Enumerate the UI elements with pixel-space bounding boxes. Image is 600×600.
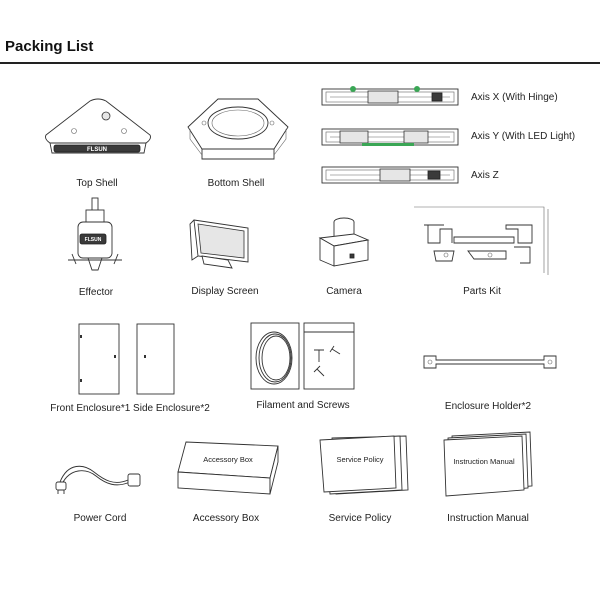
enclosure-holder-illustration [423,355,557,369]
filament-screws-illustration [250,322,355,390]
title-divider [0,62,600,64]
accessory-box-printed-label: Accessory Box [203,455,253,464]
axis-y-label: Axis Y (With LED Light) [471,131,576,142]
bottom-shell-label: Bottom Shell [207,178,265,189]
axis-x-illustration [321,86,459,106]
bottom-shell-illustration [187,98,289,160]
axis-x-label: Axis X (With Hinge) [471,92,558,103]
display-screen-label: Display Screen [191,286,259,297]
power-cord-label: Power Cord [73,513,127,524]
front-enclosure-illustration [78,323,120,395]
effector-illustration: FLSUN [68,197,122,271]
effector-label: Effector [78,287,114,298]
enclosure-holder-label: Enclosure Holder*2 [444,401,532,412]
parts-kit-illustration [414,206,549,275]
instruction-manual-illustration: Instruction Manual [443,431,533,497]
axis-y-illustration [321,128,459,146]
axis-z-label: Axis Z [471,170,499,181]
camera-label: Camera [326,286,362,297]
top-shell-brand: FLSUN [87,147,107,153]
side-enclosure-illustration [136,323,175,395]
page-title: Packing List [5,38,94,55]
top-shell-illustration: FLSUN [45,98,151,154]
enclosures-label: Front Enclosure*1 Side Enclosure*2 [50,403,210,414]
accessory-box-label: Accessory Box [192,513,260,524]
service-policy-illustration: Service Policy [319,435,409,495]
service-policy-printed-label: Service Policy [336,455,383,464]
service-policy-label: Service Policy [328,513,392,524]
power-cord-illustration [55,465,141,494]
accessory-box-illustration: Accessory Box [177,441,279,495]
instruction-manual-label: Instruction Manual [447,513,529,524]
display-screen-illustration [189,219,249,269]
instruction-manual-printed-label: Instruction Manual [453,457,515,466]
effector-brand: FLSUN [85,237,102,243]
parts-kit-label: Parts Kit [463,286,501,297]
filament-screws-label: Filament and Screws [256,400,350,411]
top-shell-label: Top Shell [76,178,118,189]
axis-z-illustration [321,166,459,184]
camera-illustration [318,217,370,267]
